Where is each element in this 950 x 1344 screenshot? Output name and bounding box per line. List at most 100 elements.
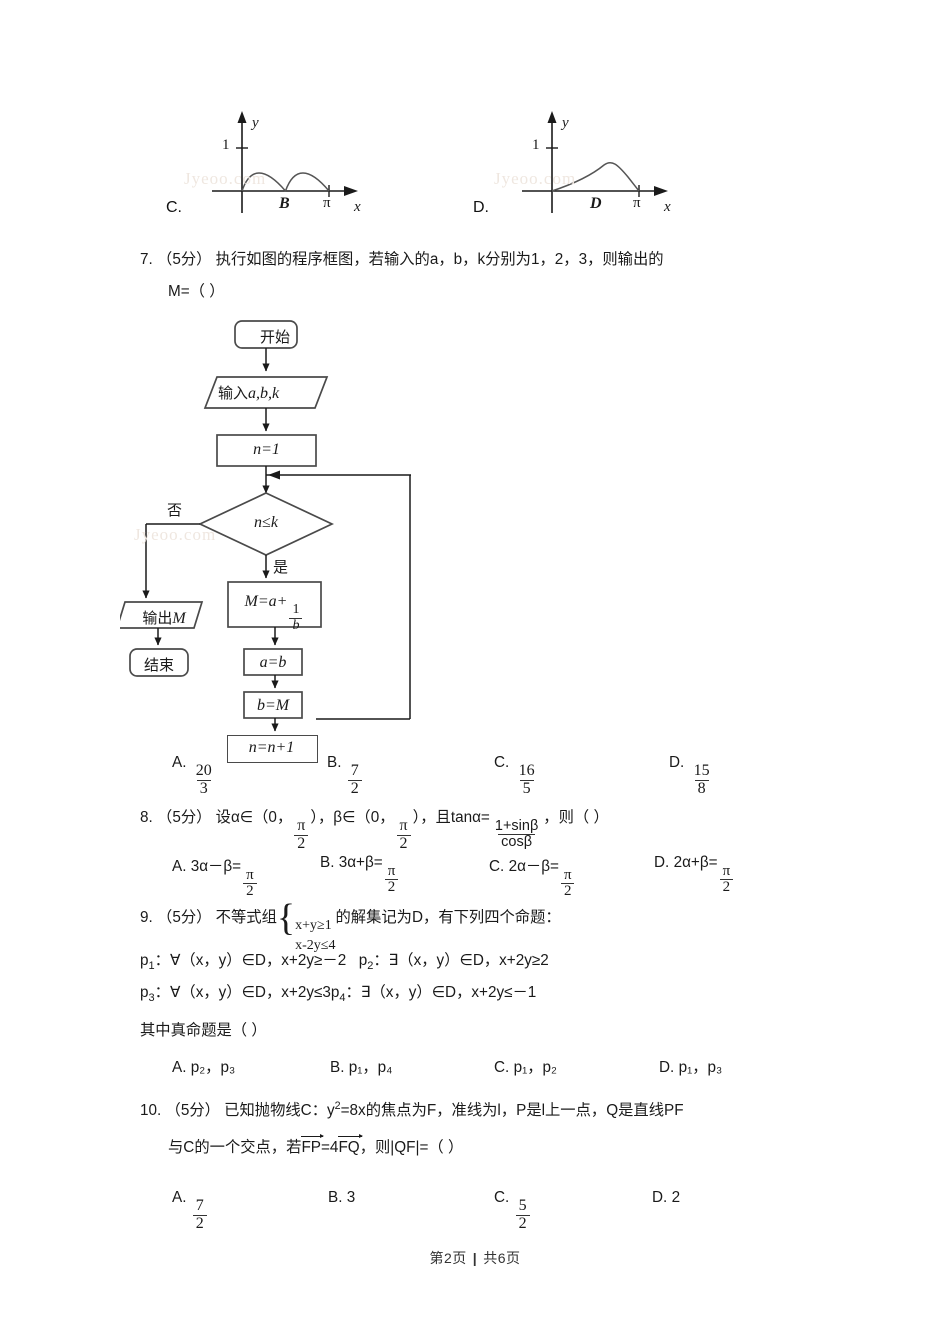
question-10-choice-a-den: 2 [192,1214,207,1233]
footer-separator: | [472,1250,478,1266]
question-9-choice-d[interactable]: D. p₁，p₃ [659,1055,722,1077]
flowchart-no-branch-label: 否 [167,502,183,519]
question-9-choice-a-text: p₂，p₃ [190,1059,236,1076]
question-10-number: 10. [140,1102,162,1119]
question-8-choice-b-den: 2 [384,879,399,896]
option-c-y-label: y [252,115,259,131]
question-8-frac1-num: π [297,817,306,835]
flowchart-assign-m-num: 1 [292,602,300,618]
flowchart-output-node: 输出M [126,607,202,628]
question-10-choice-b[interactable]: B. 3 [328,1189,355,1207]
question-9-choice-a[interactable]: A. p₂，p₃ [172,1055,235,1077]
question-8-frac1-den: 2 [294,834,309,853]
footer-total-pages: 共6页 [483,1250,521,1266]
question-9-prop-2-id: p [358,952,368,969]
question-9-prop-1-id: p [140,952,149,969]
question-10-choice-d[interactable]: D. 2 [652,1189,680,1207]
page-footer: 第2页 | 共6页 [0,1248,950,1268]
question-10-score: （5分） [165,1102,220,1119]
question-9-prop-1: p1：∀（x，y）∈D，x+2y≥－2 [140,952,347,972]
option-c-label: C. [166,199,182,216]
question-9-choice-c[interactable]: C. p₁，p₂ [494,1055,557,1077]
question-9-ask: 其中真命题是（ ） [140,1018,267,1040]
question-9-prop-4: p4：∃（x，y）∈D，x+2y≤－1 [331,984,537,1004]
question-9-number: 9. [140,909,153,926]
question-7-choice-a-num: 20 [195,762,212,780]
flowchart-assign-b-label: b=M [256,697,290,714]
question-9-prop-1-text: ：∀（x，y）∈D，x+2y≥－2 [154,952,347,969]
question-10-vector-fq: FQ [338,1133,363,1156]
question-8-frac2-num: π [399,817,408,835]
question-9-text-a: 不等式组 [215,909,277,926]
question-9-choice-b[interactable]: B. p₁，p₄ [330,1055,392,1077]
flowchart-assign-a-label: a=b [259,654,287,671]
question-8-choice-c-key: C. [489,858,505,875]
question-9-choice-d-key: D. [659,1059,675,1076]
flowchart-init-label: n=1 [253,441,280,458]
program-flowchart: Jyeoo.com [115,315,540,763]
question-10-choice-c-den: 2 [515,1214,530,1233]
question-9-choice-d-text: p₁，p₃ [678,1059,723,1076]
question-9-score: （5分） [157,909,212,926]
question-7-stem-line1: 7. （5分） 执行如图的程序框图，若输入的a，b，k分别为1，2，3，则输出的 [140,245,664,275]
question-9-prop-4-text: ：∃（x，y）∈D，x+2y≤－1 [345,984,537,1001]
question-10-text-2a: 与C的一个交点，若 [168,1139,302,1156]
flowchart-output-var: M [172,610,186,627]
question-10-vector-fp: FP [301,1133,324,1156]
question-10-choice-a-key: A. [172,1189,187,1206]
top-options-row: C. Jyeoo.com y 1 B π x [0,95,950,230]
question-8-choice-d-den: 2 [719,879,734,896]
question-8-choice-a-expr: 3α－β= [190,858,242,875]
question-7-choice-b-den: 2 [347,779,362,798]
question-10-text-1a: 已知抛物线C：y [224,1102,335,1119]
question-8-choice-b-key: B. [320,854,335,871]
flowchart-increment-label: n=n+1 [248,739,295,756]
question-7-choice-d-num: 15 [693,762,710,780]
question-10-choice-b-text: 3 [346,1189,356,1206]
question-9-prop-3: p3：∀（x，y）∈D，x+2y≤3 [140,984,331,1005]
question-7-choice-c-num: 16 [518,762,535,780]
question-9-prop-3-sub: 3 [148,992,155,1005]
option-c-x-tick-end: π [323,195,331,211]
question-10-choice-c-key: C. [494,1189,510,1206]
question-7-choice-c-den: 5 [519,779,534,798]
question-9-ask-text: 其中真命题是（ ） [140,1022,267,1039]
question-7-score: （5分） [157,251,212,268]
question-10-choice-a-num: 7 [195,1197,204,1215]
question-10-text-mid: =4 [320,1139,339,1156]
question-9-choice-c-key: C. [494,1059,510,1076]
question-10-stem-line2: 与C的一个交点，若FP=4FQ，则|QF|=（ ） [168,1133,463,1157]
question-9-choice-b-key: B. [330,1059,345,1076]
option-c-y-tick: 1 [222,137,230,153]
option-c-svg [212,111,358,213]
option-d-graph: Jyeoo.com y 1 D π x [494,103,720,223]
flowchart-yes-branch-label: 是 [273,559,289,576]
option-d-y-tick: 1 [532,137,540,153]
question-8-choice-c-expr: 2α－β= [508,858,559,875]
question-8-frac3-den: cosβ [498,834,536,850]
watermark-c: Jyeoo.com [184,169,267,188]
question-10-choice-b-key: B. [328,1189,343,1206]
question-8-choice-a-key: A. [172,858,187,875]
question-8-text-c: ），且tanα= [412,809,490,826]
question-7-choice-a-den: 3 [196,779,211,798]
question-9-stem: 9. （5分） 不等式组{ x+y≥1 x-2y≤4 的解集记为D，有下列四个命… [140,899,561,956]
flowchart-svg [115,320,411,732]
question-9-system-line-2: x-2y≤4 [295,938,336,953]
question-8-choice-a-den: 2 [243,883,257,900]
flowchart-increment-box [227,735,318,763]
footer-current-page: 第2页 [429,1250,467,1266]
question-10-choice-c-num: 5 [518,1197,527,1215]
